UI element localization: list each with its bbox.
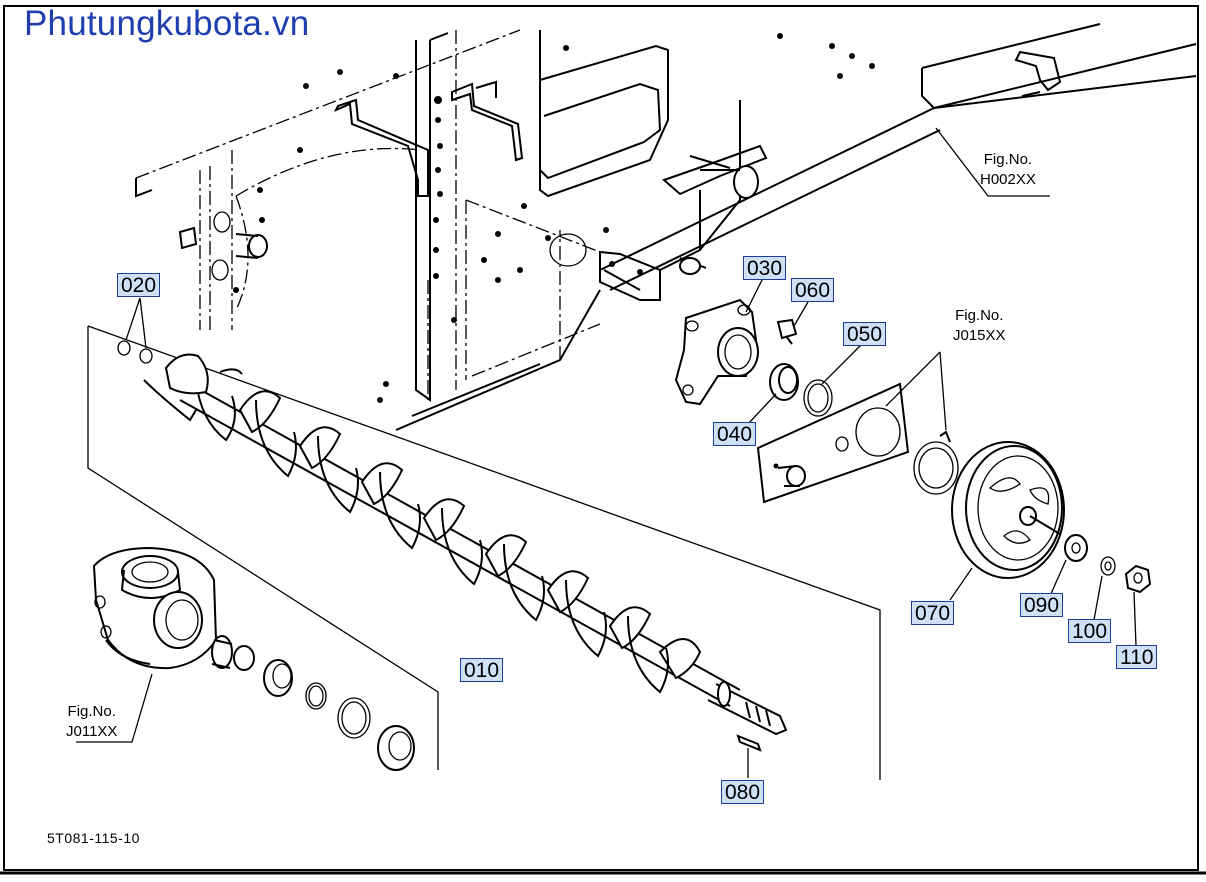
nut xyxy=(1124,564,1152,647)
h002-leader xyxy=(935,127,1050,197)
fig-ref-j011[interactable]: Fig.No. J011XX xyxy=(66,702,117,742)
part-label-060[interactable]: 060 xyxy=(791,278,835,302)
fig-ref-j011-line1: Fig.No. xyxy=(67,703,116,720)
fig-ref-j015-line1: Fig.No. xyxy=(955,307,1004,324)
part-label-010[interactable]: 010 xyxy=(460,658,504,682)
part-label-080[interactable]: 080 xyxy=(721,780,765,804)
fig-ref-h002-line2: H002XX xyxy=(980,171,1036,188)
fig-ref-j011-line2: J011XX xyxy=(66,723,118,740)
washer xyxy=(1049,534,1088,597)
gearbox-housing xyxy=(92,546,218,670)
fig-ref-j015-line2: J015XX xyxy=(953,327,1006,344)
gearbox-parts xyxy=(211,635,415,771)
part-label-020[interactable]: 020 xyxy=(117,273,161,297)
bearing-housing xyxy=(674,279,763,406)
part-label-040[interactable]: 040 xyxy=(713,422,757,446)
snap-ring xyxy=(803,343,863,417)
bolt xyxy=(776,301,809,345)
drawing-frame xyxy=(3,5,1199,871)
fig-ref-h002-line1: Fig.No. xyxy=(983,151,1033,168)
auger-shaft xyxy=(143,353,788,736)
part-label-110[interactable]: 110 xyxy=(1116,645,1158,669)
mounting-plate xyxy=(756,351,947,504)
fig-ref-j015[interactable]: Fig.No. J015XX xyxy=(953,306,1006,346)
auger-group-outline xyxy=(87,325,881,780)
j011-leader xyxy=(76,673,153,743)
part-label-100[interactable]: 100 xyxy=(1068,619,1112,643)
part-label-030[interactable]: 030 xyxy=(743,256,787,280)
ball-bearing xyxy=(747,363,799,425)
part-label-090[interactable]: 090 xyxy=(1020,593,1064,617)
drawing-code: 5T081-115-10 xyxy=(47,830,140,846)
frame-structure xyxy=(135,23,1197,431)
circlip xyxy=(913,430,959,495)
part-label-070[interactable]: 070 xyxy=(911,601,955,625)
pulley xyxy=(949,441,1065,601)
lock-washer xyxy=(1093,556,1116,621)
part-label-050[interactable]: 050 xyxy=(843,322,887,346)
fig-ref-h002[interactable]: Fig.No. H002XX xyxy=(980,150,1036,190)
key xyxy=(736,734,762,778)
brand-watermark: Phutungkubota.vn xyxy=(24,4,310,43)
o-rings xyxy=(117,297,153,364)
